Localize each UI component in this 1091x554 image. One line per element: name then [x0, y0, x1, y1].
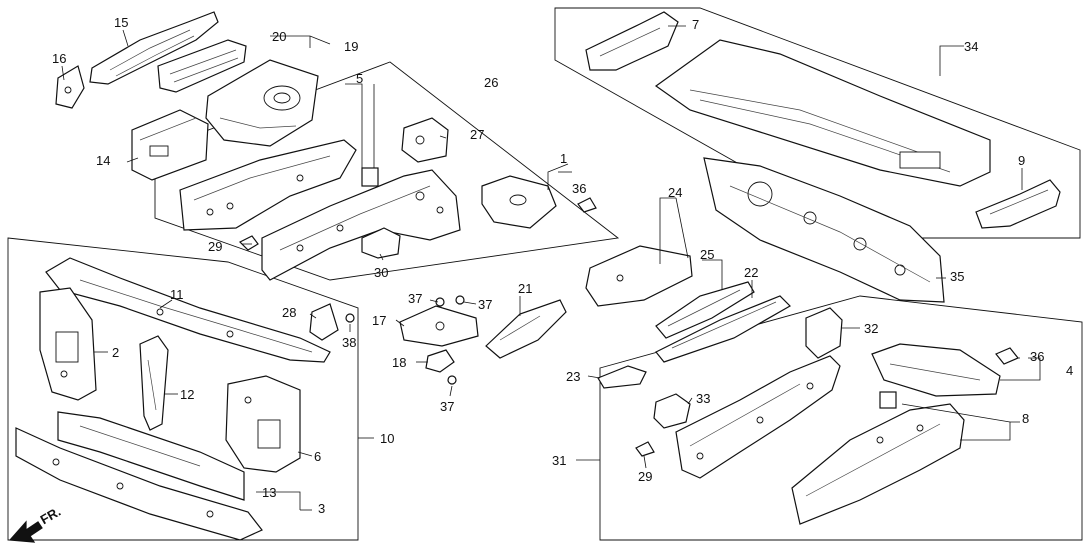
- callout-3: 3: [318, 501, 326, 516]
- callout-7: 7: [692, 17, 700, 32]
- callout-25: 25: [700, 247, 715, 262]
- part-29-clip: [238, 235, 259, 251]
- part-5-frame: [179, 139, 379, 231]
- group-box-34: [554, 7, 1081, 239]
- callout-22: 22: [744, 265, 759, 280]
- part-15-rail: [89, 11, 219, 85]
- part-9-bracket: [975, 179, 1061, 229]
- group-box-10: [7, 237, 359, 541]
- group-box-26: [154, 61, 620, 281]
- part-37-bolt-lower: [447, 375, 457, 385]
- part-33-bracket: [653, 393, 691, 429]
- leader-lines: [61, 25, 1041, 511]
- callout-28: 28: [282, 305, 297, 320]
- part-8-frame: [791, 391, 965, 525]
- callout-10: 10: [380, 431, 395, 446]
- callout-29-upper: 29: [208, 239, 223, 254]
- part-11-radiator-support: [45, 257, 331, 363]
- callout-26: 26: [484, 75, 499, 90]
- callout-32: 32: [864, 321, 879, 336]
- callout-13: 13: [262, 485, 277, 500]
- callout-17: 17: [372, 313, 387, 328]
- part-17-bracket: [399, 305, 479, 347]
- callout-18: 18: [392, 355, 407, 370]
- callout-37-a: 37: [408, 291, 423, 306]
- part-16-bracket: [55, 65, 85, 109]
- callout-37-c: 37: [440, 399, 455, 414]
- callout-29-lower: 29: [638, 469, 653, 484]
- callout-15: 15: [114, 15, 129, 30]
- part-28-plate: [309, 303, 339, 341]
- part-20-panel: [157, 39, 247, 93]
- part-19-wheelhouse: [205, 59, 319, 147]
- part-18-bracket: [425, 349, 455, 373]
- part-29-clip-lower: [635, 441, 655, 457]
- callout-12: 12: [180, 387, 195, 402]
- part-4-floor-frame: [871, 343, 1001, 397]
- callout-30: 30: [374, 265, 389, 280]
- part-30-bracket: [361, 227, 401, 259]
- part-35-dashboard: [703, 157, 945, 303]
- part-25-rail: [655, 281, 755, 339]
- group-box-31: [599, 295, 1083, 541]
- callout-36-upper: 36: [572, 181, 587, 196]
- part-12-stay: [139, 335, 169, 431]
- callout-11: 11: [170, 287, 184, 302]
- callout-5: 5: [356, 71, 364, 86]
- part-36-clip-upper: [577, 197, 597, 213]
- callout-16: 16: [52, 51, 67, 66]
- callout-20: 20: [272, 29, 287, 44]
- callout-33: 33: [696, 391, 711, 406]
- part-22-rail: [655, 295, 791, 363]
- callout-37-b: 37: [478, 297, 493, 312]
- callout-21: 21: [518, 281, 533, 296]
- callout-38: 38: [342, 335, 357, 350]
- part-13-crossmember: [57, 411, 245, 501]
- part-32-bracket: [805, 307, 843, 359]
- part-37-bolt-upper: [435, 295, 465, 307]
- callout-19: 19: [344, 39, 359, 54]
- part-36-clip-lower: [995, 347, 1019, 365]
- part-23-bracket: [597, 365, 647, 389]
- part-2-side-panel: [39, 287, 97, 401]
- part-7-bracket: [585, 11, 679, 71]
- front-direction-arrow: [8, 520, 43, 543]
- callout-9: 9: [1018, 153, 1026, 168]
- callout-27: 27: [470, 127, 485, 142]
- part-6-side-panel: [225, 375, 301, 473]
- part-27-gusset: [401, 117, 449, 163]
- callout-23: 23: [566, 369, 581, 384]
- part-frame-front-left: [675, 355, 841, 479]
- part-34-cowl: [654, 39, 991, 187]
- callout-24: 24: [668, 185, 683, 200]
- callout-6: 6: [314, 449, 322, 464]
- callout-35: 35: [950, 269, 965, 284]
- callout-31: 31: [552, 453, 567, 468]
- callout-2: 2: [112, 345, 120, 360]
- callout-34: 34: [964, 39, 979, 54]
- callout-36-lower: 36: [1030, 349, 1045, 364]
- callout-14: 14: [96, 153, 111, 168]
- part-14-bracket: [131, 109, 209, 181]
- part-21-bracket: [485, 299, 567, 359]
- callout-1: 1: [560, 151, 568, 166]
- part-1-bracket: [481, 175, 557, 229]
- part-24-panel: [585, 245, 693, 307]
- callout-8: 8: [1022, 411, 1030, 426]
- callout-4: 4: [1066, 363, 1074, 378]
- part-38-bolt: [345, 313, 355, 323]
- part-3-bumper-beam: [15, 427, 263, 541]
- part-frame-lower: [261, 169, 461, 281]
